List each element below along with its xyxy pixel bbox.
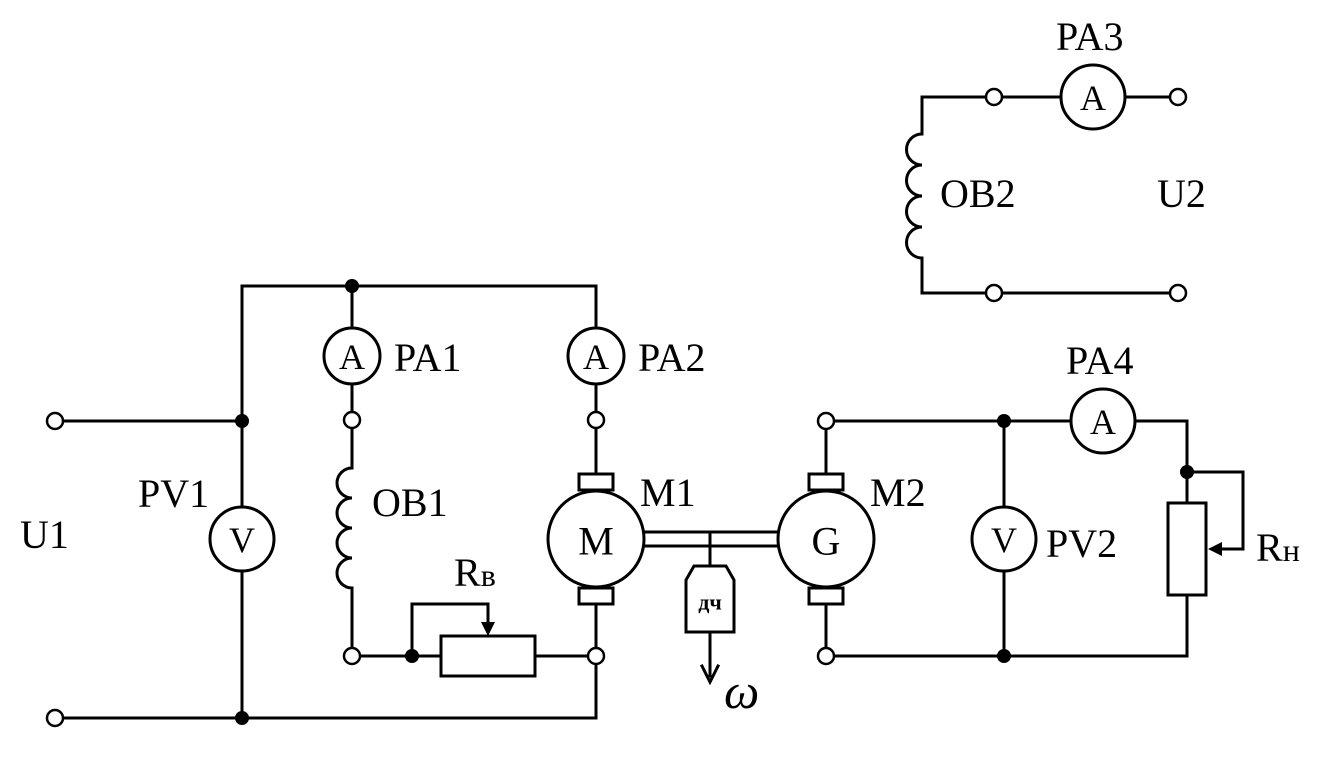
ammeter-pa4: A: [1069, 387, 1137, 455]
resistor-rn: [1166, 501, 1208, 597]
resistor-rv: [439, 634, 537, 678]
tachometer-label: дч: [698, 590, 722, 615]
generator-m2-symbol: G: [812, 519, 841, 564]
generator-field-circuit: [905, 95, 1172, 295]
generator-m2: G: [776, 472, 876, 606]
label-pa3: PA3: [1056, 14, 1123, 59]
label-pv1: PV1: [138, 471, 209, 516]
label-pa4: PA4: [1066, 338, 1133, 383]
label-rv: Rв: [454, 550, 496, 595]
label-rn-main: R: [1256, 525, 1283, 570]
motor-m1: M: [546, 472, 646, 606]
label-ob2: OB2: [940, 171, 1016, 216]
label-m2: M2: [870, 470, 926, 515]
ammeter-pa2: A: [566, 326, 626, 386]
label-pa2: PA2: [638, 335, 705, 380]
motor-circuit: [53, 284, 598, 720]
tachometer-dch: дч: [684, 564, 736, 686]
voltmeter-pv2: V: [970, 505, 1038, 573]
voltmeter-pv1-symbol: V: [229, 520, 255, 560]
voltmeter-pv2-symbol: V: [991, 520, 1017, 560]
voltmeter-pv1: V: [208, 505, 276, 573]
label-rn-sub: н: [1283, 532, 1300, 568]
ammeter-pa3-symbol: A: [1080, 78, 1106, 118]
junction-dots: [235, 279, 1194, 725]
label-u1: U1: [20, 512, 69, 557]
ammeter-pa2-symbol: A: [583, 337, 609, 377]
ammeter-pa1-symbol: A: [339, 337, 365, 377]
label-u2: U2: [1157, 171, 1206, 216]
motor-m1-symbol: M: [578, 519, 614, 564]
label-m1: M1: [640, 470, 696, 515]
label-rn: Rн: [1256, 525, 1300, 570]
label-rv-main: R: [454, 550, 481, 595]
ammeter-pa1: A: [322, 326, 382, 386]
label-omega: ω: [724, 663, 759, 719]
shaft-coupling: [642, 530, 782, 568]
ammeter-pa3: A: [1059, 63, 1127, 131]
terminals: [45, 87, 1188, 728]
ammeter-pa4-symbol: A: [1090, 402, 1116, 442]
label-rv-sub: в: [481, 557, 496, 593]
label-ob1: OB1: [372, 480, 448, 525]
label-pv2: PV2: [1046, 521, 1117, 566]
label-pa1: PA1: [394, 335, 461, 380]
